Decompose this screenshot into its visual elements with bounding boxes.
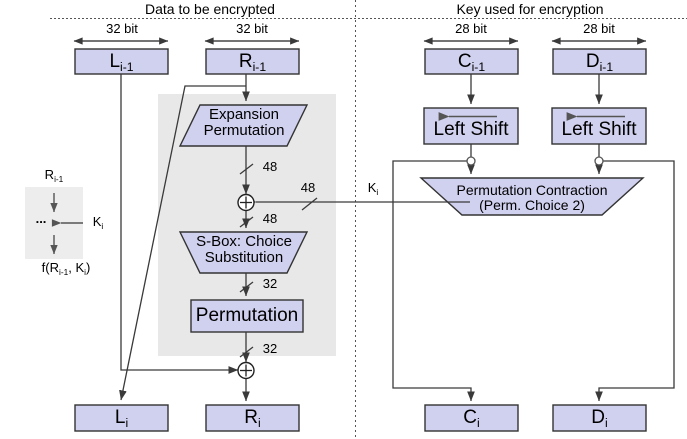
sbox-substitution-shape	[178, 231, 309, 274]
register-box-r-prev	[205, 48, 300, 75]
wire-lprev-to-xor	[120, 74, 239, 374]
bus-tick-sbox-out	[239, 281, 254, 293]
register-box-d-prev	[552, 48, 647, 75]
bus-tick-xor-out	[239, 216, 254, 228]
register-box-l-prev	[74, 48, 169, 75]
bus-tick-subkey	[301, 197, 318, 211]
junction-node-c	[466, 156, 476, 166]
bus-tick-expansion-out	[239, 163, 254, 175]
permutation-box	[190, 299, 304, 333]
expansion-permutation-shape	[178, 104, 309, 147]
register-box-l-next	[74, 404, 169, 432]
xor-gate-key	[237, 193, 255, 212]
register-box-d-next	[552, 404, 647, 432]
wire-rprev-branch-to-lnext	[119, 85, 246, 401]
register-box-c-next	[424, 404, 519, 432]
xor-gate-feistel	[237, 361, 255, 380]
junction-node-d	[594, 156, 604, 166]
wire-d-branch-to-dnext	[595, 160, 675, 402]
left-shift-box-d	[551, 107, 647, 145]
left-shift-box-c	[423, 107, 519, 145]
register-box-r-next	[205, 404, 300, 432]
register-box-c-prev	[424, 48, 519, 75]
bus-tick-permutation-out	[239, 346, 254, 358]
wire-c-branch-to-cnext	[392, 160, 475, 402]
permutation-contraction-shape	[419, 177, 645, 216]
